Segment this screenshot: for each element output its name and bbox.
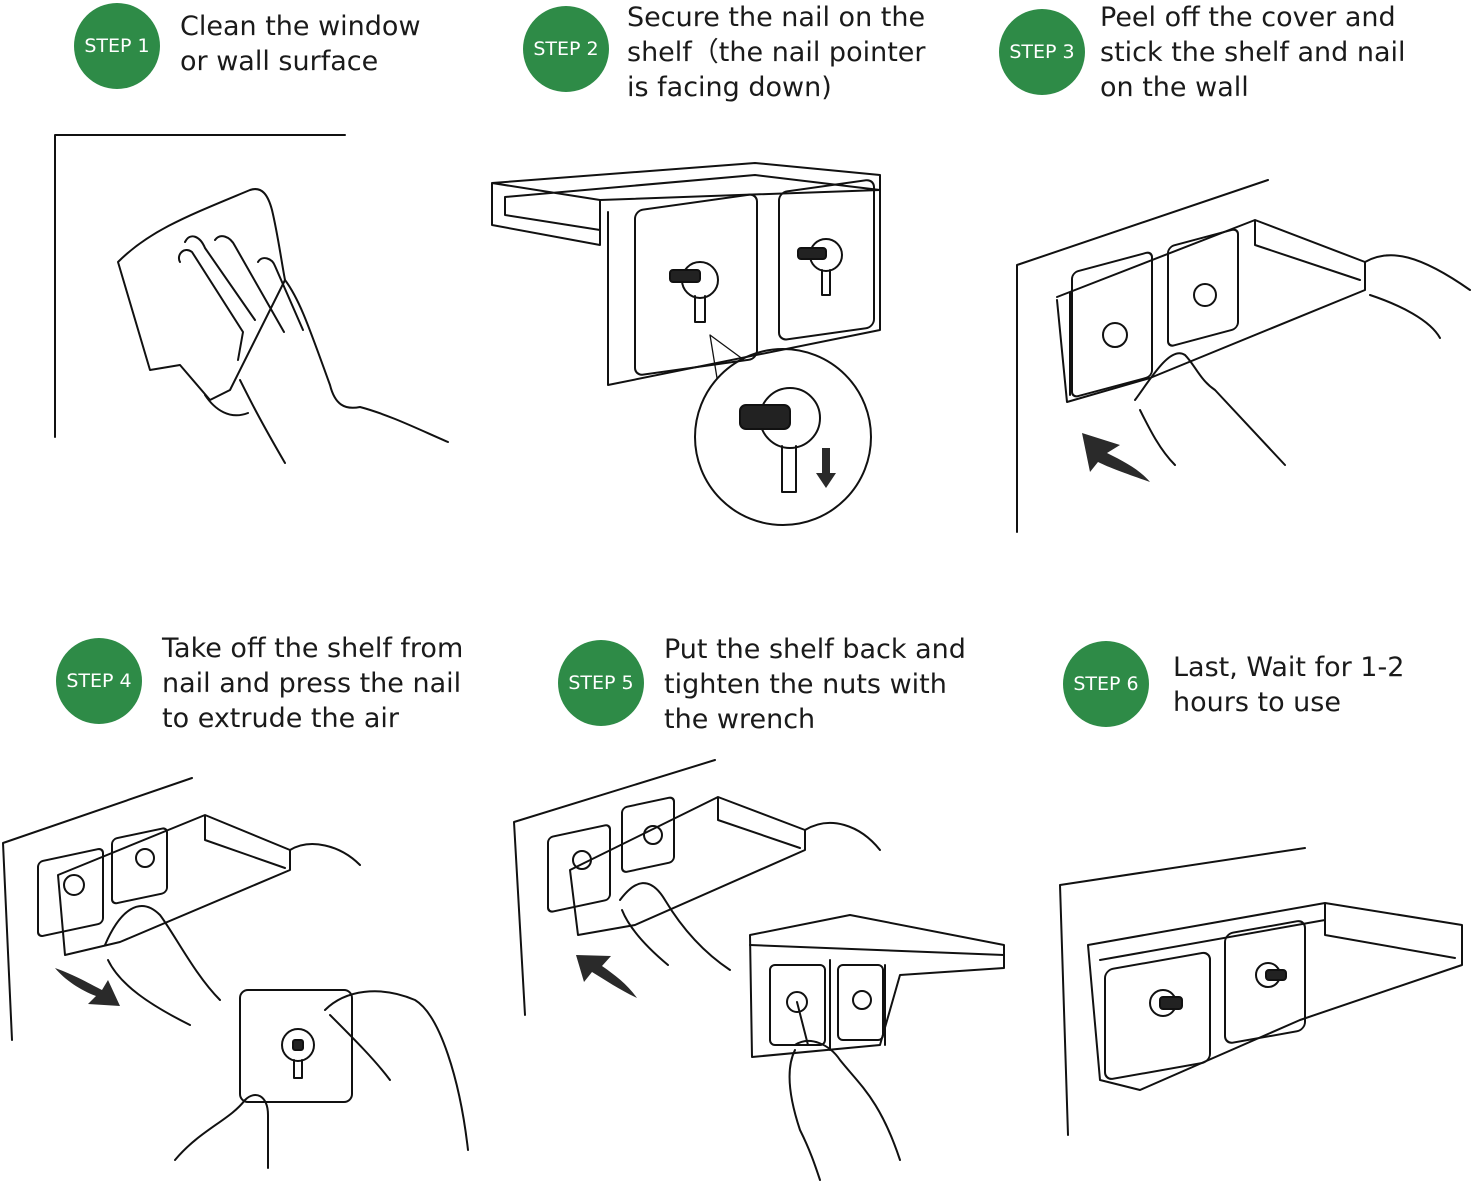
step-3-badge: STEP 3	[999, 9, 1085, 95]
step-4-instruction: Take off the shelf from nail and press t…	[162, 631, 463, 736]
step-4-line: to extrude the air	[162, 703, 399, 734]
wall	[513, 759, 716, 1016]
adhesive-pad-closeup	[239, 989, 353, 1103]
step-3-line: Peel off the cover and	[1100, 2, 1396, 33]
shelf-top	[491, 162, 881, 246]
hand-icon	[174, 990, 469, 1169]
step-5-line: the wrench	[664, 704, 816, 735]
shelf	[57, 814, 291, 956]
hand-icon	[104, 843, 361, 1026]
adhesive-pad-closeup	[837, 964, 884, 1041]
step-1-illustration	[54, 134, 449, 464]
nail-hook-closeup	[852, 990, 872, 1010]
arrow-curved-icon	[1082, 433, 1150, 482]
step-3-instruction: Peel off the cover and stick the shelf a…	[1100, 0, 1406, 105]
step-6-line: hours to use	[1173, 687, 1341, 718]
step-5-instruction: Put the shelf back and tighten the nuts …	[664, 632, 966, 737]
shelf	[569, 796, 806, 936]
step-4-badge: STEP 4	[56, 638, 142, 724]
detail-pointer	[709, 334, 745, 379]
shelf-closeup	[749, 914, 1005, 1058]
nail-hook-tail-left	[694, 295, 706, 323]
wall	[1016, 179, 1269, 533]
shelf-closeup-edge	[749, 944, 1005, 1051]
arrow-curved-icon	[576, 955, 637, 998]
adhesive-pad-left	[634, 193, 758, 376]
nail-hook-closeup	[281, 1028, 315, 1062]
step-3-illustration	[1016, 179, 1471, 533]
nail-hook-tail	[293, 1059, 303, 1079]
step-6-badge: STEP 6	[1063, 641, 1149, 727]
shelf-back-panel	[607, 189, 881, 386]
step-3-line: stick the shelf and nail	[1100, 37, 1406, 68]
nail-hook	[63, 874, 85, 896]
hand-icon	[788, 1040, 901, 1181]
step-1-badge: STEP 1	[74, 3, 160, 89]
nail-hook	[1102, 322, 1128, 348]
adhesive-pad-right	[111, 827, 168, 905]
step-5-illustration	[513, 759, 1005, 1181]
shelf	[1087, 902, 1463, 1091]
nail-screw-closeup	[292, 1039, 304, 1051]
detail-magnifier	[694, 348, 872, 526]
wall-corner	[54, 134, 346, 438]
step-2-illustration	[491, 162, 881, 526]
nail-hook	[135, 848, 155, 868]
nail-nut	[1159, 996, 1183, 1010]
step-4-line: Take off the shelf from	[162, 633, 464, 664]
arrow-down-icon	[816, 448, 836, 488]
nail-screw-left	[669, 269, 701, 283]
adhesive-pad-right	[1167, 228, 1239, 347]
nail-hook-closeup	[786, 991, 808, 1013]
step-1-instruction: Clean the window or wall surface	[180, 9, 421, 79]
step-2-line: shelf（the nail pointer	[627, 37, 926, 68]
nail-hook-tail-right	[821, 269, 831, 296]
adhesive-pad-right	[1224, 920, 1306, 1044]
cloth	[117, 188, 286, 401]
shelf	[1056, 219, 1366, 403]
step-2-badge: STEP 2	[523, 6, 609, 92]
nail-screw-detail	[739, 404, 791, 430]
adhesive-pad-right	[621, 796, 675, 873]
step-2-line: is facing down)	[627, 72, 832, 103]
step-6-line: Last, Wait for 1-2	[1173, 652, 1405, 683]
step-5-line: tighten the nuts with	[664, 669, 947, 700]
adhesive-pad-closeup	[769, 964, 826, 1046]
adhesive-pad-right	[778, 179, 875, 341]
nail-hook	[1193, 283, 1217, 307]
nail-screw-right	[797, 247, 827, 260]
step-6-illustration	[1059, 847, 1463, 1136]
step-3-line: on the wall	[1100, 72, 1249, 103]
adhesive-pad-left	[1104, 951, 1211, 1080]
wall	[2, 777, 193, 1041]
adhesive-pad-left	[547, 824, 611, 913]
step-5-badge: STEP 5	[558, 640, 644, 726]
nail-nut	[1265, 969, 1287, 981]
adhesive-pad-left	[1071, 251, 1153, 398]
step-2-instruction: Secure the nail on the shelf（the nail po…	[627, 0, 926, 105]
step-2-line: Secure the nail on the	[627, 2, 926, 33]
nail-hook	[572, 850, 592, 870]
step-6-instruction: Last, Wait for 1-2 hours to use	[1173, 650, 1404, 720]
adhesive-pad-left	[37, 848, 104, 937]
hand-icon	[178, 235, 449, 464]
step-1-line: or wall surface	[180, 46, 379, 77]
step-5-line: Put the shelf back and	[664, 634, 966, 665]
nail-hook-tail-detail	[781, 445, 797, 493]
step-4-line: nail and press the nail	[162, 668, 462, 699]
wall	[1059, 847, 1306, 1136]
nail-hook	[643, 825, 663, 845]
step-1-line: Clean the window	[180, 11, 421, 42]
arrow-curved-icon	[55, 968, 120, 1006]
wrench-icon	[796, 1001, 809, 1046]
hand-icon	[1134, 254, 1471, 466]
step-4-illustration	[2, 777, 469, 1169]
hand-icon	[619, 821, 881, 971]
